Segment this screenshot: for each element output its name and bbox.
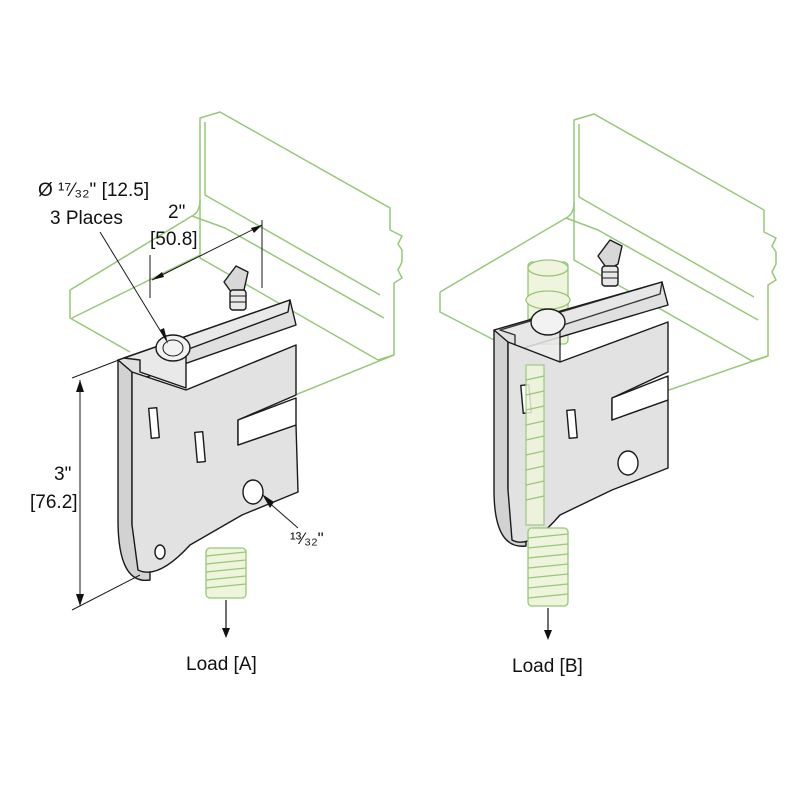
width-inch-label: 2" [168, 202, 185, 223]
load-arrow-a [222, 600, 230, 638]
load-a-label: Load [A] [186, 654, 257, 675]
width-mm-label: [50.8] [150, 229, 198, 250]
clamp-a [117, 265, 299, 581]
slot-leader [262, 494, 299, 529]
height-mm-label: [76.2] [30, 492, 78, 513]
slot-dimension-label: ¹³⁄₃₂" [290, 529, 324, 548]
view-a: Ø ¹⁷⁄₃₂" [12.5] 3 Places 2" [50.8] 3" [7… [30, 111, 403, 675]
set-screw-b [597, 239, 623, 287]
threaded-rod-a [205, 547, 247, 599]
load-arrow-b [544, 608, 552, 640]
places-label: 3 Places [50, 208, 123, 229]
load-b-label: Load [B] [512, 656, 583, 677]
height-inch-label: 3" [54, 464, 71, 485]
clamp-b [493, 239, 669, 547]
threaded-rod-b [527, 527, 569, 607]
view-b: Load [B] [439, 113, 777, 677]
hole-leader [99, 231, 168, 344]
height-dimension [71, 357, 141, 611]
set-screw-a [223, 265, 249, 311]
width-dimension [149, 220, 263, 298]
hole-diameter-label: Ø ¹⁷⁄₃₂" [12.5] [38, 180, 149, 201]
